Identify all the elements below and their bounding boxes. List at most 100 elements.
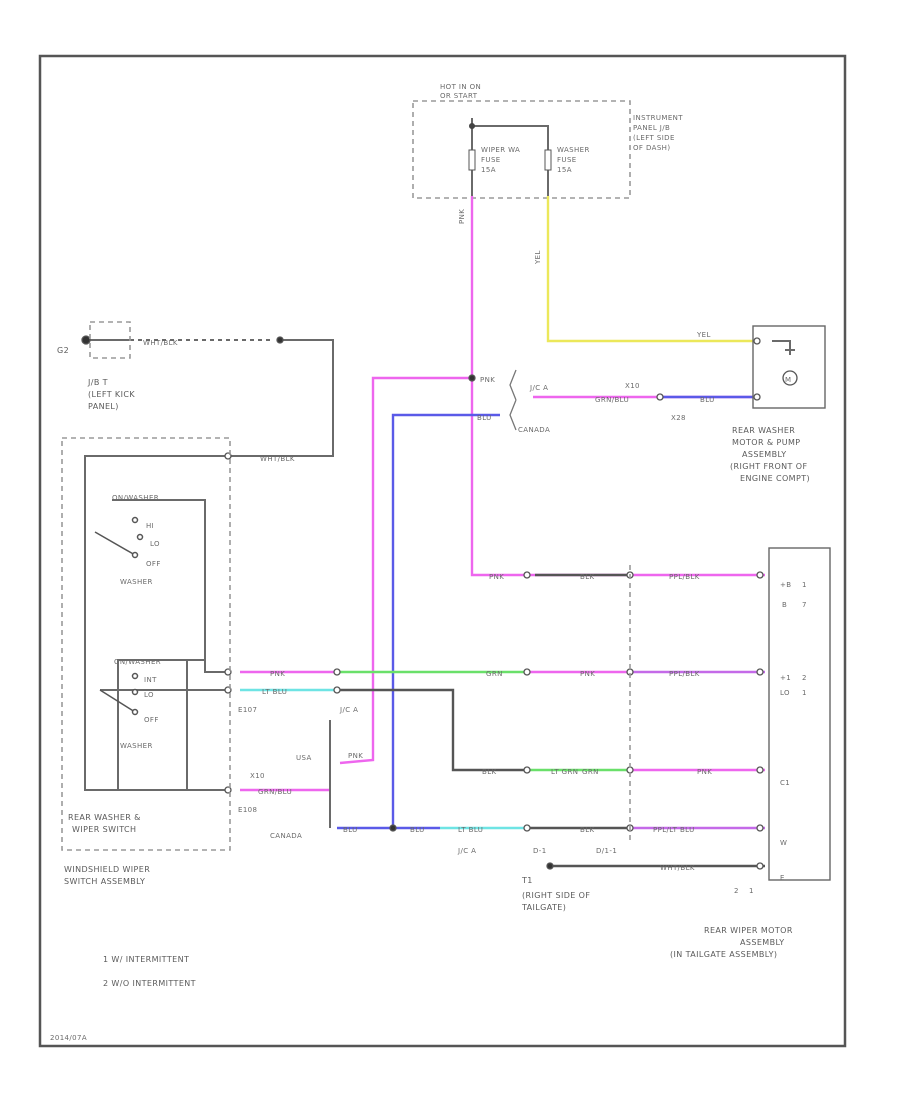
wiper-fuse-icon	[468, 149, 476, 171]
jb-ground-box	[89, 321, 131, 359]
pump-motor-icon	[782, 370, 798, 386]
fuse1-line3: 15A	[481, 166, 496, 174]
motor-pin-7: 7	[802, 601, 807, 609]
fuse1-line2: FUSE	[481, 156, 501, 164]
motor-pin-plus1: +1	[780, 674, 791, 682]
ground-id: G2	[57, 346, 69, 355]
lbl-ppl-lt-blu: PPL/LT BLU	[653, 826, 695, 834]
conn-canada: CANADA	[518, 426, 550, 434]
conn-x10: X10	[625, 382, 640, 390]
fuse-box-border	[412, 100, 631, 199]
fuse2-line1: WASHER	[557, 146, 590, 154]
lbl-pnk-top: PNK	[458, 209, 466, 224]
switch-assembly-border	[61, 437, 231, 851]
conn-usa: USA	[296, 754, 312, 762]
lbl-grn-blu-sw: GRN/BLU	[258, 788, 292, 796]
note-2: 2 W/O INTERMITTENT	[103, 979, 196, 988]
lbl-pnk-sw: PNK	[270, 670, 285, 678]
switch-name-2: WIPER SWITCH	[72, 825, 136, 834]
washer-pump: M	[752, 325, 826, 409]
sw-washer-top: ON/WASHER	[112, 494, 159, 502]
lbl-pnk-jc: PNK	[480, 376, 495, 384]
conn-jc1: J/C A	[529, 384, 548, 392]
motor-pin-1: 1	[802, 689, 807, 697]
assembly-name-1: WINDSHIELD WIPER	[64, 865, 150, 874]
pump-name-2: MOTOR & PUMP	[732, 438, 800, 447]
footer-code: 2014/07A	[50, 1034, 87, 1042]
lbl-lt-blu: LT BLU	[262, 688, 287, 696]
gray-wires	[84, 339, 795, 828]
sw-int: INT	[144, 676, 157, 684]
lbl-yel-h: YEL	[696, 331, 711, 339]
sw-off2: OFF	[144, 716, 159, 724]
lbl-ppl-blk-c1: PPL/BLK	[669, 573, 700, 581]
conn-e108: E108	[238, 806, 257, 814]
sw-washer: WASHER	[120, 578, 153, 586]
sw-washer-2: ON/WASHER	[114, 658, 161, 666]
lbl-blk-low: BLK	[482, 768, 497, 776]
conn-canada2: CANADA	[270, 832, 302, 840]
sw-lo: LO	[150, 540, 160, 548]
lbl-pnk-diag: PNK	[348, 752, 363, 760]
sw-off: OFF	[146, 560, 161, 568]
lbl-wht-blk-switch: WHT/BLK	[260, 455, 295, 463]
jc-bracket	[509, 369, 517, 431]
motor-pin-w: W	[780, 839, 787, 847]
conn-e107: E107	[238, 706, 257, 714]
sw-washer2: WASHER	[120, 742, 153, 750]
wire-pnk-feed	[470, 196, 765, 577]
lbl-pnk-low: PNK	[697, 768, 712, 776]
lbl-blk-bot: BLK	[580, 826, 595, 834]
switch-contacts	[94, 516, 144, 716]
tail-line2: TAILGATE)	[521, 903, 566, 912]
pump-motor-glyph: M	[785, 376, 791, 384]
conn-jc2: J/C A	[339, 706, 358, 714]
jb-line2: (LEFT KICK	[88, 390, 135, 399]
pump-name-5: ENGINE COMPT)	[740, 474, 810, 483]
switch-name-1: REAR WASHER &	[68, 813, 141, 822]
lbl-wht-blk-tail: WHT/BLK	[660, 864, 695, 872]
motor-pin-b: +B	[780, 581, 791, 589]
motor-name-3: (IN TAILGATE ASSEMBLY)	[670, 950, 777, 959]
assembly-name-2: SWITCH ASSEMBLY	[64, 877, 145, 886]
wire-blu-jc	[391, 413, 500, 828]
fuse-location-2: PANEL J/B	[633, 124, 670, 132]
sw-hi: HI	[146, 522, 154, 530]
lbl-blu-bot: BLU	[343, 826, 358, 834]
lbl-grn-sw: GRN	[582, 768, 599, 776]
conn-x28: X28	[671, 414, 686, 422]
lbl-blk-c1: BLK	[580, 573, 595, 581]
fuse-bus-node	[469, 123, 475, 129]
fuse-location-3: (LEFT SIDE	[633, 134, 675, 142]
conn-d11: D/1-1	[596, 847, 617, 855]
motor-pin-2: 2	[802, 674, 807, 682]
motor-pin-b2: B	[782, 601, 787, 609]
motor-note-2: 2	[734, 887, 739, 895]
motor-pin-e: E	[780, 874, 785, 882]
pump-name-4: (RIGHT FRONT OF	[730, 462, 807, 471]
motor-name-2: ASSEMBLY	[740, 938, 785, 947]
jb-line1: J/B T	[87, 378, 108, 387]
wire-yel-pump	[546, 196, 757, 343]
fuse2-line2: FUSE	[557, 156, 577, 164]
lbl-yel-top: YEL	[534, 250, 542, 265]
lbl-lt-grn: LT GRN	[551, 768, 578, 776]
lbl-blu-washer: BLU	[700, 396, 715, 404]
fuse-location-1: INSTRUMENT	[633, 114, 683, 122]
lbl-pnk-mid: PNK	[580, 670, 595, 678]
motor-pin-lo: LO	[780, 689, 790, 697]
fuse-hot-label-2: OR START	[440, 92, 478, 100]
motor-note-1: 1	[749, 887, 754, 895]
tail-line1: (RIGHT SIDE OF	[522, 891, 590, 900]
lbl-grn-blu-washer: GRN/BLU	[595, 396, 629, 404]
lbl-lt-blu-bot: LT BLU	[458, 826, 483, 834]
fuse-hot-label: HOT IN ON	[440, 83, 481, 91]
wire-labels: PNK YEL YEL WHT/BLK WHT/BLK PNK BLU GRN/…	[143, 209, 715, 872]
tail-id: T1	[521, 876, 533, 885]
lbl-blu-bot2: BLU	[410, 826, 425, 834]
washer-fuse-icon	[544, 149, 552, 171]
motor-name-1: REAR WIPER MOTOR	[704, 926, 793, 935]
wire-blk-row3	[335, 688, 525, 772]
lbl-ppl-blk-mid: PPL/BLK	[669, 670, 700, 678]
